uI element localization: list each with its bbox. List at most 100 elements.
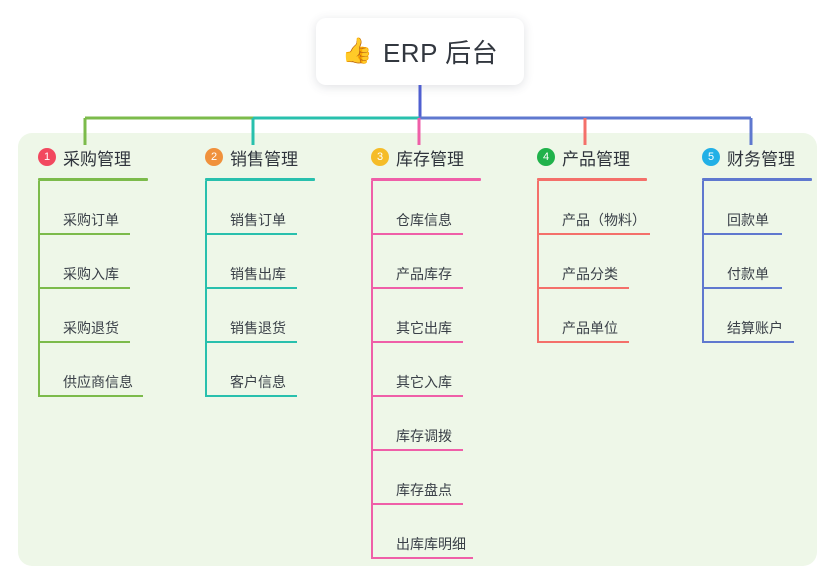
leaf-item-label: 结算账户 (727, 320, 783, 336)
leaf-item[interactable]: 出库库明细 (371, 505, 481, 559)
leaf-item[interactable]: 结算账户 (702, 289, 812, 343)
branch-column-1: 1 采购管理采购订单采购入库采购退货供应商信息 (38, 145, 148, 397)
leaf-connector (371, 505, 373, 559)
leaf-connector (205, 235, 207, 289)
leaf-item[interactable]: 销售退货 (205, 289, 315, 343)
root-node-card[interactable]: 👍 ERP 后台 (316, 18, 524, 85)
leaf-connector (702, 235, 704, 289)
branch-badge-4: 4 (537, 148, 555, 166)
leaf-connector (38, 235, 40, 289)
leaf-underline (537, 341, 629, 343)
branch-header-2[interactable]: 2 销售管理 (205, 145, 315, 169)
branch-title-1: 采购管理 (63, 149, 131, 169)
leaf-item-label: 采购订单 (63, 212, 119, 228)
leaf-item[interactable]: 客户信息 (205, 343, 315, 397)
leaf-item[interactable]: 产品分类 (537, 235, 647, 289)
leaf-connector (537, 181, 539, 235)
leaf-item[interactable]: 库存盘点 (371, 451, 481, 505)
leaf-connector (371, 343, 373, 397)
leaf-connector (371, 235, 373, 289)
leaf-connector (371, 181, 373, 235)
leaf-item-label: 库存盘点 (396, 482, 452, 498)
leaf-item-label: 其它入库 (396, 374, 452, 390)
branch-header-4[interactable]: 4 产品管理 (537, 145, 647, 169)
leaf-underline (205, 395, 297, 397)
leaf-underline (371, 449, 463, 451)
leaf-item[interactable]: 采购订单 (38, 181, 148, 235)
leaf-item[interactable]: 回款单 (702, 181, 812, 235)
branch-items-2: 销售订单销售出库销售退货客户信息 (205, 181, 315, 397)
leaf-item[interactable]: 产品（物料） (537, 181, 650, 235)
leaf-item[interactable]: 销售出库 (205, 235, 315, 289)
leaf-underline (702, 287, 782, 289)
leaf-connector (38, 289, 40, 343)
leaf-underline (205, 233, 297, 235)
leaf-item-label: 产品（物料） (562, 212, 646, 228)
leaf-item-label: 销售订单 (230, 212, 286, 228)
leaf-item[interactable]: 产品库存 (371, 235, 481, 289)
leaf-connector (702, 181, 704, 235)
root-node-title: ERP 后台 (382, 38, 499, 68)
leaf-connector (205, 289, 207, 343)
branch-header-1[interactable]: 1 采购管理 (38, 145, 148, 169)
branch-items-5: 回款单付款单结算账户 (702, 181, 812, 343)
leaf-item-label: 其它出库 (396, 320, 452, 336)
leaf-item-label: 库存调拨 (396, 428, 452, 444)
leaf-underline (371, 341, 463, 343)
branch-title-2: 销售管理 (230, 149, 298, 169)
branch-column-3: 3 库存管理仓库信息产品库存其它出库其它入库库存调拨库存盘点出库库明细 (371, 145, 481, 559)
leaf-connector (38, 181, 40, 235)
leaf-item[interactable]: 其它出库 (371, 289, 481, 343)
branch-title-4: 产品管理 (562, 149, 630, 169)
leaf-item[interactable]: 其它入库 (371, 343, 481, 397)
leaf-item-label: 产品库存 (396, 266, 452, 282)
leaf-item[interactable]: 付款单 (702, 235, 812, 289)
leaf-item[interactable]: 供应商信息 (38, 343, 148, 397)
leaf-underline (38, 341, 130, 343)
leaf-item-label: 回款单 (727, 212, 769, 228)
leaf-item-label: 产品分类 (562, 266, 618, 282)
leaf-item[interactable]: 采购入库 (38, 235, 148, 289)
leaf-underline (38, 287, 130, 289)
branch-rule-4 (537, 178, 647, 181)
branch-badge-5: 5 (702, 148, 720, 166)
leaf-item-label: 销售退货 (230, 320, 286, 336)
leaf-item-label: 客户信息 (230, 374, 286, 390)
leaf-item[interactable]: 仓库信息 (371, 181, 481, 235)
branch-title-3: 库存管理 (396, 149, 464, 169)
leaf-item-label: 采购退货 (63, 320, 119, 336)
leaf-connector (702, 289, 704, 343)
branch-header-3[interactable]: 3 库存管理 (371, 145, 481, 169)
leaf-item[interactable]: 库存调拨 (371, 397, 481, 451)
leaf-connector (371, 397, 373, 451)
branch-badge-1: 1 (38, 148, 56, 166)
leaf-item[interactable]: 采购退货 (38, 289, 148, 343)
branch-column-2: 2 销售管理销售订单销售出库销售退货客户信息 (205, 145, 315, 397)
leaf-item-label: 销售出库 (230, 266, 286, 282)
leaf-underline (371, 287, 463, 289)
branch-badge-2: 2 (205, 148, 223, 166)
branch-items-1: 采购订单采购入库采购退货供应商信息 (38, 181, 148, 397)
leaf-item-label: 供应商信息 (63, 374, 133, 390)
leaf-underline (38, 395, 143, 397)
leaf-item-label: 采购入库 (63, 266, 119, 282)
leaf-item[interactable]: 销售订单 (205, 181, 315, 235)
branch-rule-5 (702, 178, 812, 181)
leaf-connector (205, 343, 207, 397)
leaf-connector (371, 289, 373, 343)
thumbs-up-icon: 👍 (341, 37, 373, 65)
leaf-item-label: 产品单位 (562, 320, 618, 336)
leaf-underline (537, 233, 650, 235)
leaf-item-label: 仓库信息 (396, 212, 452, 228)
branch-badge-3: 3 (371, 148, 389, 166)
leaf-underline (371, 395, 463, 397)
leaf-connector (205, 181, 207, 235)
branch-rule-1 (38, 178, 148, 181)
leaf-item-label: 付款单 (727, 266, 769, 282)
leaf-item[interactable]: 产品单位 (537, 289, 647, 343)
background-panel (18, 133, 817, 566)
leaf-underline (205, 341, 297, 343)
leaf-underline (537, 287, 629, 289)
